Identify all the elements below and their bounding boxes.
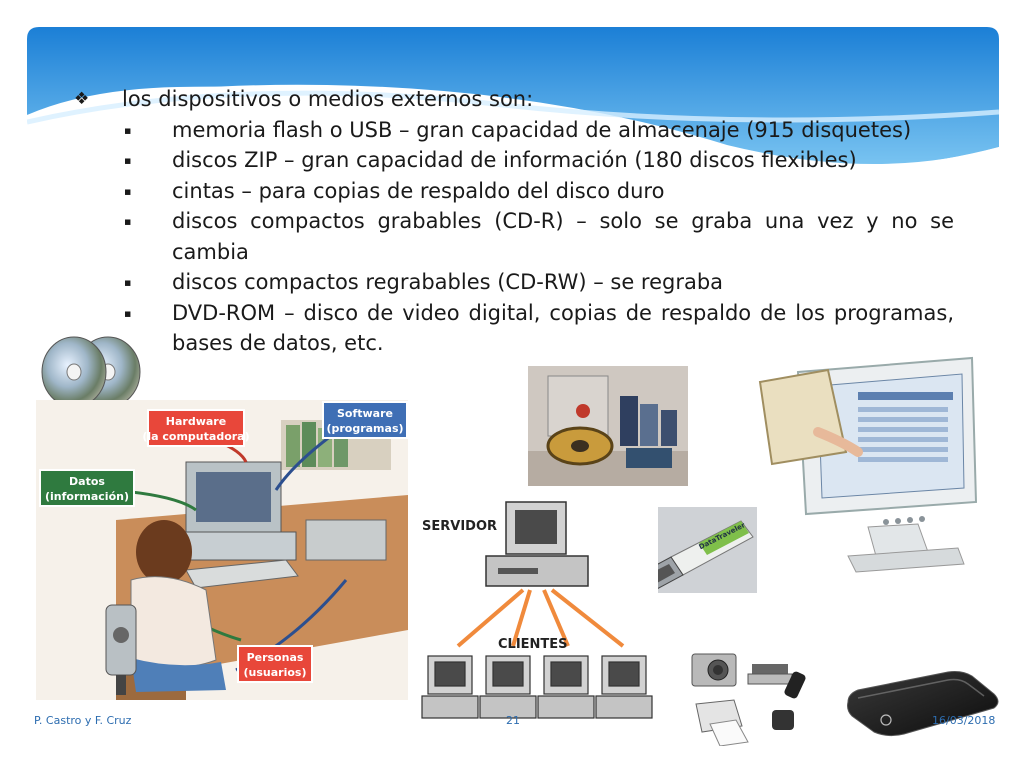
bullet-item: ▪ discos compactos regrabables (CD-RW) – … xyxy=(72,267,954,298)
svg-text:(información): (información) xyxy=(45,490,129,503)
svg-text:Datos: Datos xyxy=(69,475,105,488)
square-bullet-icon: ▪ xyxy=(124,154,132,167)
bullet-text: discos ZIP – gran capacidad de informaci… xyxy=(172,148,857,172)
bullet-text: los dispositivos o medios externos son: xyxy=(122,87,534,111)
label-hardware: Hardware (la computadora) xyxy=(142,409,250,447)
tape-media-photo xyxy=(528,366,688,486)
svg-text:(la computadora): (la computadora) xyxy=(142,430,249,443)
peripheral-devices-image xyxy=(691,653,806,746)
bullet-text: discos compactos grabables (CD-R) – solo… xyxy=(172,209,954,264)
client-server-network-diagram: SERVIDOR CLIENTES xyxy=(418,498,658,726)
diamond-bullet-icon: ❖ xyxy=(74,89,90,109)
usb-flash-drive-photo: DataTraveler xyxy=(641,507,757,593)
computer-system-diagram: Hardware (la computadora) Software (prog… xyxy=(36,400,408,700)
footer-author: P. Castro y F. Cruz xyxy=(34,714,132,727)
footer-page-number: 21 xyxy=(506,714,520,727)
bullet-text: discos compactos regrabables (CD-RW) – s… xyxy=(172,270,724,294)
svg-text:Personas: Personas xyxy=(247,651,304,664)
bullet-heading: ❖ los dispositivos o medios externos son: xyxy=(72,84,954,115)
square-bullet-icon: ▪ xyxy=(124,276,132,289)
bullet-item: ▪ discos compactos grabables (CD-R) – sol… xyxy=(72,206,954,267)
square-bullet-icon: ▪ xyxy=(124,184,132,198)
square-bullet-icon: ▪ xyxy=(124,215,132,228)
bullet-text: cintas – para copias de respaldo del dis… xyxy=(172,178,665,203)
svg-text:(programas): (programas) xyxy=(326,422,403,435)
label-software: Software (programas) xyxy=(322,401,408,439)
bullet-list: ❖ los dispositivos o medios externos son:… xyxy=(72,84,954,359)
footer-date: 16/03/2018 xyxy=(932,714,996,727)
monitor-with-folder-image xyxy=(758,356,978,573)
svg-text:Software: Software xyxy=(337,407,393,420)
svg-text:(usuarios): (usuarios) xyxy=(244,666,307,679)
svg-text:Hardware: Hardware xyxy=(166,415,226,428)
label-datos: Datos (información) xyxy=(39,469,135,507)
bullet-item: ▪ memoria flash o USB – gran capacidad de… xyxy=(72,115,954,146)
bullet-text: DVD-ROM – disco de video digital, copias… xyxy=(172,300,954,356)
label-personas: Personas (usuarios) xyxy=(237,645,313,683)
external-hard-drive-image xyxy=(847,671,999,737)
bullet-text: memoria flash o USB – gran capacidad de … xyxy=(172,117,912,142)
square-bullet-icon: ▪ xyxy=(124,306,132,320)
bullet-item: ▪ discos ZIP – gran capacidad de informac… xyxy=(72,145,954,176)
bullet-item: ▪ cintas – para copias de respaldo del di… xyxy=(72,176,954,207)
svg-text:CLIENTES: CLIENTES xyxy=(498,637,568,652)
bullet-item: ▪ DVD-ROM – disco de video digital, copia… xyxy=(72,298,954,359)
cd-discs-image xyxy=(41,336,141,408)
svg-text:SERVIDOR: SERVIDOR xyxy=(422,519,497,534)
square-bullet-icon: ▪ xyxy=(124,123,132,137)
header-wave-band xyxy=(27,27,999,177)
